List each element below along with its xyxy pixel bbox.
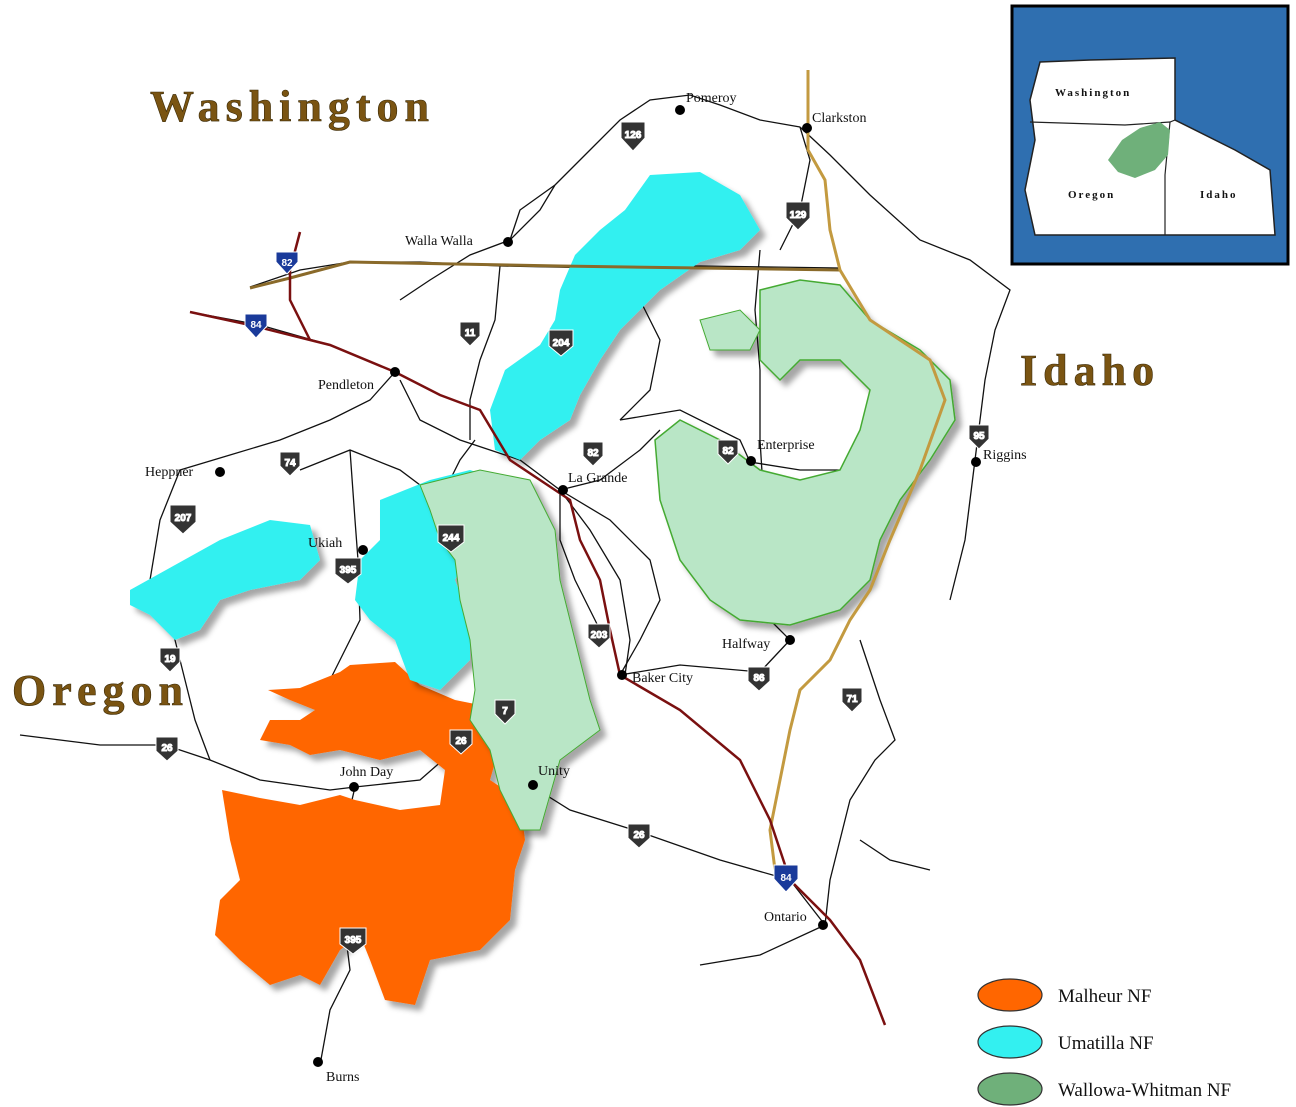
svg-text:26: 26 xyxy=(633,830,645,841)
inset-forest xyxy=(1108,122,1170,178)
svg-text:26: 26 xyxy=(161,743,173,754)
legend-swatch-umatilla xyxy=(977,1025,1043,1059)
heppner-dot xyxy=(215,467,225,477)
pomeroy-label: Pomeroy xyxy=(686,91,737,106)
legend-label-wallowa-whitman: Wallowa-Whitman NF xyxy=(1058,1080,1231,1101)
svg-text:82: 82 xyxy=(281,258,293,269)
malheur-nf-area xyxy=(215,662,525,1005)
route-shield-19: 19 xyxy=(159,647,181,673)
walla-walla-dot xyxy=(503,237,513,247)
ukiah-dot xyxy=(358,545,368,555)
oregon-label: Oregon xyxy=(12,666,189,715)
svg-text:26: 26 xyxy=(455,736,467,747)
route-shield-207: 207 xyxy=(169,504,197,535)
route-shield-95: 95 xyxy=(968,424,990,450)
route-shield-244: 244 xyxy=(437,524,465,553)
legend-label-umatilla: Umatilla NF xyxy=(1058,1033,1154,1054)
la-grande-label: La Grande xyxy=(568,471,627,486)
washington-label: Washington xyxy=(150,82,435,131)
svg-text:71: 71 xyxy=(846,694,858,705)
baker-city-label: Baker City xyxy=(632,671,693,686)
halfway-dot xyxy=(785,635,795,645)
riggins-dot xyxy=(971,457,981,467)
route-shield-71: 71 xyxy=(841,687,863,713)
ontario-label: Ontario xyxy=(764,910,807,925)
route-shield-i84-se: 84 xyxy=(773,864,799,893)
svg-text:74: 74 xyxy=(284,458,296,469)
svg-text:244: 244 xyxy=(443,533,460,544)
route-shield-11: 11 xyxy=(459,321,481,347)
svg-text:86: 86 xyxy=(753,673,765,684)
route-shield-129: 129 xyxy=(785,201,811,231)
svg-text:395: 395 xyxy=(345,935,362,946)
svg-text:395: 395 xyxy=(340,565,357,576)
route-shield-i82: 82 xyxy=(275,251,299,275)
route-shield-395-north: 395 xyxy=(334,557,362,585)
unity-dot xyxy=(528,780,538,790)
pendleton-label: Pendleton xyxy=(318,378,374,393)
svg-text:82: 82 xyxy=(722,446,734,457)
legend-swatch-malheur xyxy=(977,978,1043,1012)
heppner-label: Heppner xyxy=(145,465,194,480)
legend-swatch-wallowa-whitman xyxy=(977,1072,1043,1106)
svg-text:207: 207 xyxy=(175,513,192,524)
route-shield-204: 204 xyxy=(548,329,574,357)
john-day-dot xyxy=(349,782,359,792)
svg-text:203: 203 xyxy=(591,630,608,641)
inset-idaho-label: Idaho xyxy=(1200,189,1238,201)
ontario-dot xyxy=(818,920,828,930)
route-shield-395-south: 395 xyxy=(339,927,367,955)
city-markers xyxy=(215,105,981,1067)
route-shield-126: 126 xyxy=(620,121,646,152)
city-labels: Pomeroy Clarkston Walla Walla Pendleton … xyxy=(145,91,1027,1085)
route-shield-203: 203 xyxy=(587,623,611,649)
svg-text:84: 84 xyxy=(250,320,262,331)
svg-text:204: 204 xyxy=(553,338,570,349)
route-shield-i84-nw: 84 xyxy=(244,313,268,339)
halfway-label: Halfway xyxy=(722,637,770,652)
burns-label: Burns xyxy=(326,1070,359,1085)
route-shield-7: 7 xyxy=(494,699,516,725)
unity-label: Unity xyxy=(538,764,570,779)
inset-washington-label: Washington xyxy=(1055,87,1131,99)
pendleton-dot xyxy=(390,367,400,377)
route-shield-74: 74 xyxy=(279,451,301,477)
baker-city-dot xyxy=(617,670,627,680)
la-grande-dot xyxy=(558,485,568,495)
svg-text:95: 95 xyxy=(973,431,985,442)
route-shield-82a: 82 xyxy=(582,441,604,467)
svg-text:129: 129 xyxy=(790,210,807,221)
clarkston-dot xyxy=(802,123,812,133)
svg-text:19: 19 xyxy=(164,654,176,665)
enterprise-label: Enterprise xyxy=(757,438,815,453)
svg-text:126: 126 xyxy=(625,130,642,141)
svg-text:7: 7 xyxy=(502,706,508,717)
svg-text:82: 82 xyxy=(587,448,599,459)
ukiah-label: Ukiah xyxy=(308,536,342,551)
umatilla-nf-area xyxy=(130,172,760,690)
enterprise-dot xyxy=(746,456,756,466)
inset-oregon-label: Oregon xyxy=(1068,189,1115,201)
route-shield-26b: 26 xyxy=(155,736,179,762)
riggins-label: Riggins xyxy=(983,448,1027,463)
idaho-label: Idaho xyxy=(1020,346,1160,395)
route-shield-26c: 26 xyxy=(627,823,651,849)
clarkston-label: Clarkston xyxy=(812,111,866,126)
svg-text:11: 11 xyxy=(465,328,476,339)
burns-dot xyxy=(313,1057,323,1067)
pomeroy-dot xyxy=(675,105,685,115)
route-shield-86: 86 xyxy=(747,666,771,692)
legend-label-malheur: Malheur NF xyxy=(1058,986,1151,1007)
route-shield-26a: 26 xyxy=(449,729,473,755)
legend: Malheur NF Umatilla NF Wallowa-Whitman N… xyxy=(977,978,1231,1106)
inset-map: Washington Oregon Idaho xyxy=(1010,4,1290,266)
state-borders xyxy=(249,70,947,871)
svg-text:84: 84 xyxy=(780,873,792,884)
john-day-label: John Day xyxy=(340,765,393,780)
route-shields: 82 84 84 126 129 11 204 82 82 74 207 244… xyxy=(155,121,990,955)
wallowa-whitman-nf-area xyxy=(419,279,956,831)
route-shield-82b: 82 xyxy=(717,439,739,465)
walla-walla-label: Walla Walla xyxy=(405,234,474,249)
